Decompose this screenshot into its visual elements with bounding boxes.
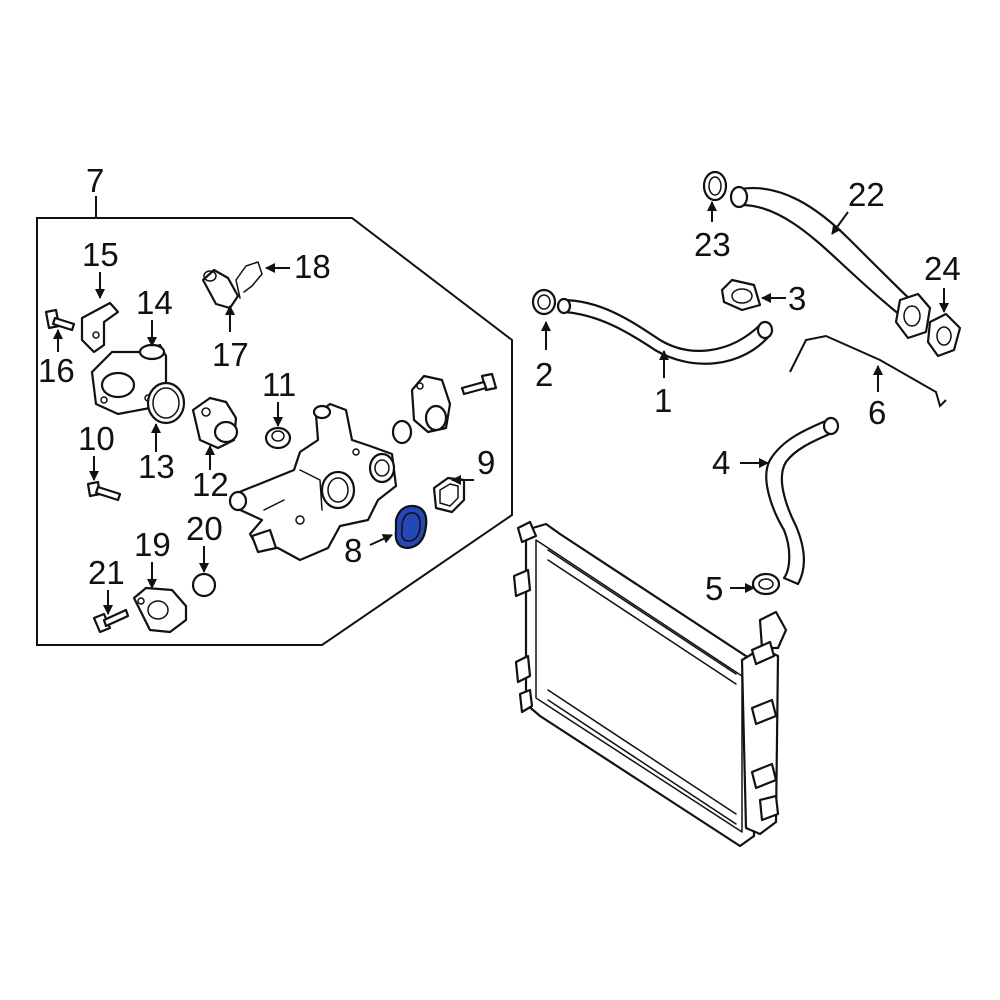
callout-7: 7 — [86, 162, 104, 199]
leader-22 — [831, 211, 849, 235]
hose-part-1[interactable] — [556, 297, 774, 365]
assembly-group-outline — [36, 217, 513, 646]
callout-4: 4 — [712, 444, 730, 481]
callout-19: 19 — [134, 526, 171, 563]
bolt-upper-right[interactable] — [460, 372, 498, 396]
callout-8: 8 — [344, 532, 362, 569]
callout-18: 18 — [294, 248, 331, 285]
hose-part-4[interactable] — [765, 416, 840, 586]
clamp-part-5[interactable] — [751, 572, 781, 596]
callout-5: 5 — [705, 570, 723, 607]
clamp-part-2[interactable] — [531, 288, 557, 316]
gasket-part-24[interactable] — [926, 312, 962, 358]
gasket-outer — [394, 504, 428, 550]
callout-1: 1 — [654, 382, 672, 419]
bolt-part-10[interactable] — [86, 480, 122, 502]
radiator[interactable] — [512, 520, 788, 848]
clamp-part-3[interactable] — [720, 278, 762, 312]
bracket-part-15[interactable] — [80, 301, 120, 354]
callout-6: 6 — [868, 394, 886, 431]
callout-17: 17 — [212, 336, 249, 373]
callout-12: 12 — [192, 466, 229, 503]
bolt-part-16[interactable] — [44, 308, 76, 332]
pipe-part-22[interactable] — [729, 185, 932, 340]
callout-9: 9 — [477, 444, 495, 481]
bolt-part-21[interactable] — [92, 608, 130, 634]
callout-2: 2 — [535, 356, 553, 393]
callout-11: 11 — [262, 366, 296, 403]
o-ring-part-13[interactable] — [146, 381, 186, 425]
flange-part-19[interactable] — [132, 586, 188, 634]
o-ring-small[interactable] — [391, 419, 413, 445]
callout-10: 10 — [78, 420, 115, 457]
water-outlet-housing-part-7[interactable] — [228, 402, 398, 562]
gasket-part-23[interactable] — [702, 170, 728, 202]
callout-20: 20 — [186, 510, 223, 547]
sensor-connector-part-17[interactable] — [201, 268, 240, 310]
leader-8 — [369, 534, 393, 546]
callout-14: 14 — [136, 284, 173, 321]
callout-24: 24 — [924, 250, 961, 287]
gasket-part-9[interactable] — [432, 476, 466, 514]
outlet-fitting-part-14[interactable] — [90, 343, 168, 416]
sensor-part-12[interactable] — [191, 396, 239, 450]
callout-16: 16 — [38, 352, 75, 389]
clip-part-18[interactable] — [235, 261, 263, 299]
callout-23: 23 — [694, 226, 731, 263]
callout-15: 15 — [82, 236, 119, 273]
callout-21: 21 — [88, 554, 125, 591]
callout-3: 3 — [788, 280, 806, 317]
pipe-part-6[interactable] — [789, 334, 947, 408]
gasket-part-8-highlighted[interactable] — [394, 504, 428, 550]
o-ring-part-20[interactable] — [191, 572, 217, 598]
cap-part-11[interactable] — [264, 426, 292, 450]
flange-fitting[interactable] — [410, 374, 452, 434]
callout-13: 13 — [138, 448, 175, 485]
callout-22: 22 — [848, 176, 885, 213]
gasket-inner — [400, 512, 421, 542]
